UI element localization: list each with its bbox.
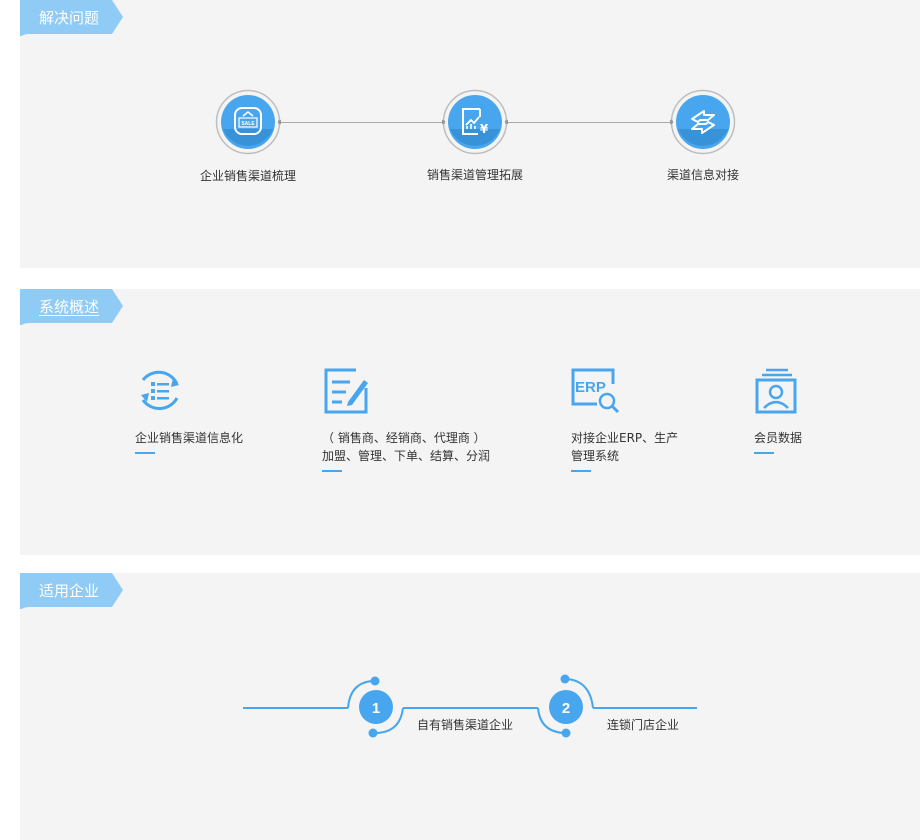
accent-bar xyxy=(135,452,155,454)
feature-text: 对接企业ERP、生产 管理系统 xyxy=(571,429,678,465)
section-title: 系统概述 xyxy=(39,298,100,316)
feature-line: 会员数据 xyxy=(754,431,803,445)
feature-item: 会员数据 xyxy=(754,368,874,468)
feature-text: 企业销售渠道信息化 xyxy=(135,429,243,447)
feature-line: 企业销售渠道信息化 xyxy=(135,431,244,445)
sale-tag-icon: SALE xyxy=(234,107,262,135)
step-circle: SALE xyxy=(215,89,281,155)
step-number-badge xyxy=(359,690,393,724)
connector-line xyxy=(281,122,442,123)
chart-yen-icon: ¥ xyxy=(462,108,489,136)
applicable-section: 适用企业 1 2 自有销售渠道企业 连锁门店企业 xyxy=(20,573,920,840)
accent-bar xyxy=(322,470,342,472)
accent-bar xyxy=(571,470,591,472)
feature-item: ERP 对接企业ERP、生产 管理系统 xyxy=(571,368,731,478)
feature-line: 加盟、管理、下单、结算、分润 xyxy=(322,449,491,463)
solve-section: 解决问题 SALE 企业销售渠道梳理 xyxy=(20,0,920,268)
step-label: 企业销售渠道梳理 xyxy=(199,169,296,183)
process-track: 1 2 xyxy=(243,674,697,738)
accent-bar xyxy=(754,452,774,454)
step-circle xyxy=(670,89,736,155)
edit-pencil-icon xyxy=(324,368,368,414)
enterprise-type-label: 自有销售渠道企业 xyxy=(417,718,514,732)
step-label: 销售渠道管理拓展 xyxy=(426,168,523,182)
step-number: 1 xyxy=(372,700,380,717)
feature-line: 对接企业ERP、生产 xyxy=(571,431,679,445)
feature-text: 会员数据 xyxy=(754,429,802,447)
feature-item: （ 销售商、经销商、代理商 ） 加盟、管理、下单、结算、分润 xyxy=(322,368,522,478)
erp-search-icon: ERP xyxy=(571,368,620,414)
section-tab: 解决问题 xyxy=(20,0,123,36)
section-title: 适用企业 xyxy=(39,582,100,600)
member-card-icon xyxy=(755,368,797,414)
svg-text:¥: ¥ xyxy=(480,122,489,136)
list-cycle-icon xyxy=(141,370,179,411)
section-title: 解决问题 xyxy=(39,9,100,27)
enterprise-type-label: 连锁门店企业 xyxy=(607,718,680,732)
tab-shape xyxy=(20,0,123,36)
step-number-badge xyxy=(549,690,583,724)
connector-line xyxy=(508,122,670,123)
feature-item: 企业销售渠道信息化 xyxy=(135,368,295,468)
step-circle: ¥ xyxy=(442,89,508,155)
tab-shape xyxy=(20,573,123,609)
feature-line: （ 销售商、经销商、代理商 ） xyxy=(322,431,486,445)
feature-text: （ 销售商、经销商、代理商 ） 加盟、管理、下单、结算、分润 xyxy=(322,429,490,465)
overview-section: 系统概述 企业销售渠道信息化 （ 销售商、经销 xyxy=(20,289,920,555)
tab-shape xyxy=(20,289,123,325)
section-tab: 系统概述 xyxy=(20,289,123,325)
exchange-arrows-icon xyxy=(691,110,715,134)
step-label: 渠道信息对接 xyxy=(666,168,739,182)
svg-text:SALE: SALE xyxy=(241,121,255,127)
feature-line: 管理系统 xyxy=(571,449,620,463)
erp-label: ERP xyxy=(575,379,606,396)
section-tab: 适用企业 xyxy=(20,573,123,609)
step-number: 2 xyxy=(562,700,570,717)
